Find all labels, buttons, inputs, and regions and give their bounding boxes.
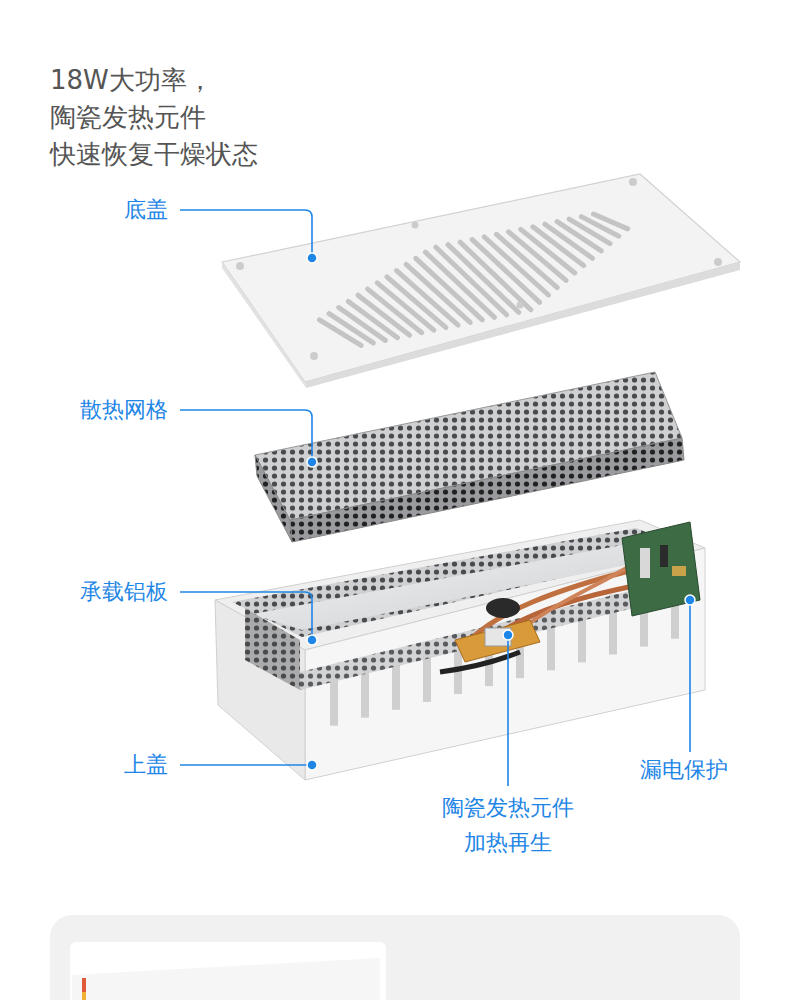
upper-cover bbox=[215, 520, 705, 780]
leader-dots bbox=[307, 253, 695, 770]
vent-slot bbox=[436, 247, 507, 315]
part-label: 承载铝板 bbox=[80, 579, 168, 605]
vent-slot bbox=[593, 214, 627, 229]
vent-slot bbox=[387, 277, 446, 328]
heat-mesh bbox=[255, 372, 684, 542]
part-label: 漏电保护 bbox=[640, 757, 728, 783]
vent-slot bbox=[448, 245, 519, 313]
bottom-cover bbox=[222, 174, 740, 388]
part-label: 陶瓷发热元件 加热再生 bbox=[442, 790, 574, 860]
part-label: 底盖 bbox=[124, 197, 168, 223]
bottom-panel bbox=[50, 915, 740, 1000]
part-label: 上盖 bbox=[124, 752, 168, 778]
part-label: 散热网格 bbox=[80, 397, 168, 423]
vent-slot bbox=[397, 271, 459, 325]
subtitle: 18W大功率，陶瓷发热元件 快速恢复干燥状态 bbox=[50, 62, 258, 173]
vent-slot bbox=[496, 234, 557, 287]
leader-lines bbox=[180, 210, 690, 786]
